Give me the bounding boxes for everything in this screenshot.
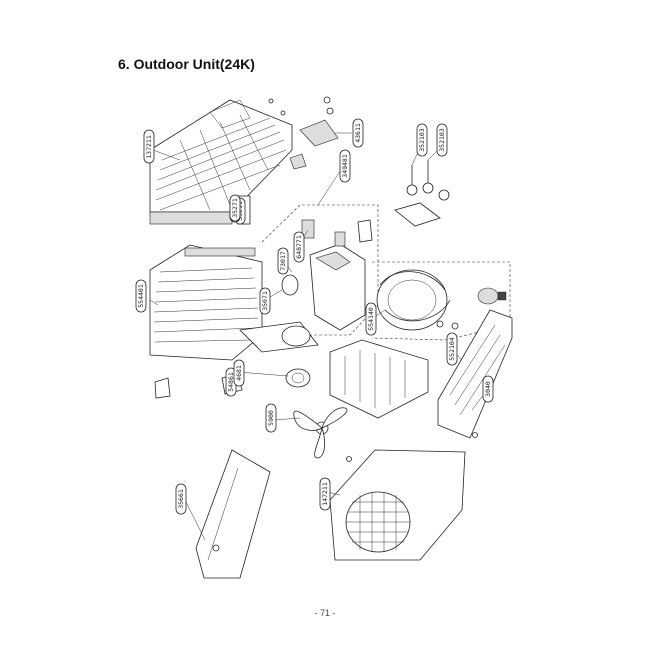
- callout-compressor: 554140: [365, 302, 377, 336]
- svg-text:4681: 4681: [235, 365, 243, 381]
- fan-motor: [285, 368, 311, 388]
- fan-blade: [293, 407, 352, 462]
- callout-bracket-top: 43611: [352, 118, 364, 148]
- motor-mount-bracket: [239, 321, 319, 353]
- front-panel: [329, 449, 466, 561]
- svg-text:73017: 73017: [279, 251, 287, 271]
- svg-text:54861: 54861: [227, 372, 235, 392]
- callout-front-panel: 147211: [319, 477, 331, 511]
- svg-text:5900: 5900: [267, 410, 275, 426]
- svg-text:648771: 648771: [295, 235, 303, 259]
- svg-text:35071: 35071: [261, 291, 269, 311]
- svg-text:35661: 35661: [177, 489, 185, 509]
- callout-condenser: 554401: [135, 279, 147, 313]
- control-box-assembly: [261, 204, 379, 336]
- side-panel-right: [437, 309, 513, 439]
- callout-valve-2: 352103: [436, 123, 448, 157]
- svg-text:352103: 352103: [418, 128, 426, 152]
- callout-base-pan: 3040: [482, 375, 494, 403]
- callout-motor: 4681: [233, 359, 245, 387]
- callout-fan: 5900: [265, 403, 277, 433]
- rear-grille-panel: [149, 99, 293, 225]
- callout-motor-mount: 35271: [229, 194, 241, 222]
- callout-panel-top: 137211: [143, 129, 155, 164]
- compressor-assembly: [371, 261, 511, 341]
- svg-text:35271: 35271: [231, 198, 239, 218]
- callout-leaders: [149, 132, 488, 541]
- callout-reactor: 35071: [259, 287, 271, 315]
- svg-text:552104: 552104: [448, 337, 456, 361]
- svg-text:3040: 3040: [484, 381, 492, 397]
- callout-top-cover: 35661: [175, 483, 187, 515]
- svg-text:352103: 352103: [438, 128, 446, 152]
- top-cover-panel: [195, 449, 271, 579]
- svg-text:137211: 137211: [145, 135, 153, 159]
- callout-cabinet: 349481: [339, 149, 351, 183]
- svg-text:554140: 554140: [367, 307, 375, 331]
- callout-valve-1: 352103: [416, 123, 428, 157]
- callout-capacitor: 73017: [277, 247, 289, 275]
- svg-text:349481: 349481: [341, 154, 349, 178]
- svg-text:147211: 147211: [321, 482, 329, 506]
- page-title: 6. Outdoor Unit(24K): [118, 56, 255, 72]
- service-valves: [394, 160, 450, 227]
- svg-text:554401: 554401: [137, 284, 145, 308]
- svg-text:43611: 43611: [354, 123, 362, 143]
- top-fittings: [268, 96, 339, 170]
- condenser-coil: [149, 244, 263, 361]
- callout-control-box: 648771: [293, 231, 305, 263]
- base-pan: [329, 339, 429, 419]
- page-number: - 71 -: [314, 608, 336, 618]
- callout-side-panel: 552104: [446, 332, 458, 366]
